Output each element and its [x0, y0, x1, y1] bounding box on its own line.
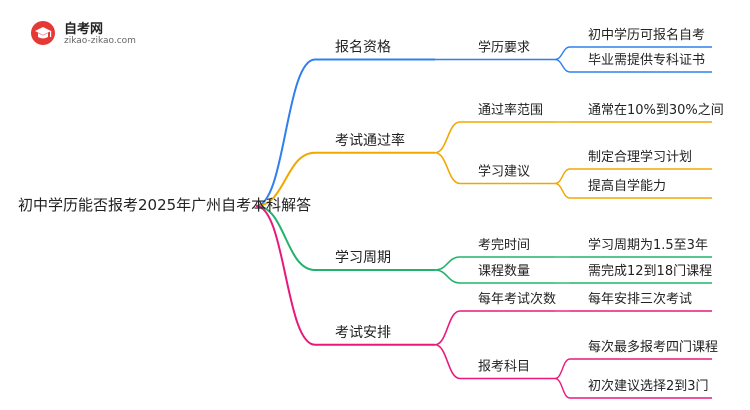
subtopic-link — [434, 343, 461, 380]
branch-link — [255, 205, 316, 271]
branch-link — [255, 205, 316, 346]
leaf-topic: 通常在10%到30%之间 — [588, 103, 724, 118]
subtopic-link — [434, 310, 461, 346]
branch-link — [255, 151, 316, 207]
subtopic-link — [434, 256, 461, 271]
subtopic: 报考科目 — [478, 360, 530, 375]
branch-topic: 考试通过率 — [335, 132, 405, 149]
subtopic: 通过率范围 — [478, 102, 543, 118]
graduation-cap-icon — [31, 21, 55, 45]
branch-link — [255, 58, 316, 207]
leaf-topic: 需完成12到18门课程 — [588, 264, 712, 279]
leaf-topic: 提高自学能力 — [588, 178, 666, 194]
subtopic: 课程数量 — [478, 264, 530, 279]
subtopic-link — [434, 151, 461, 185]
leaf-topic: 每年安排三次考试 — [588, 291, 692, 307]
branch-topic: 报名资格 — [335, 40, 391, 56]
logo-title: 自考网 — [64, 22, 104, 37]
root-topic: 初中学历能否报考2025年广州自考本科解答 — [18, 196, 311, 214]
leaf-topic: 毕业需提供专科证书 — [588, 52, 705, 68]
subtopic: 每年考试次数 — [478, 291, 556, 307]
mind-map-links — [255, 46, 712, 399]
leaf-topic: 初次建议选择2到3门 — [588, 378, 709, 394]
leaf-topic: 初中学历可报名自考 — [588, 27, 705, 43]
leaf-link — [554, 46, 571, 61]
leaf-link — [554, 358, 571, 380]
subtopic-link — [434, 121, 461, 154]
leaf-topic: 学习周期为1.5至3年 — [588, 237, 708, 253]
leaf-link — [554, 377, 571, 399]
site-logo[interactable]: 自考网 zikao-zikao.com — [30, 18, 140, 48]
mind-map-labels: 初中学历能否报考2025年广州自考本科解答 报名资格 学历要求 初中学历可报名自考毕… — [18, 27, 724, 394]
subtopic: 学历要求 — [478, 40, 530, 56]
leaf-link — [554, 182, 571, 199]
leaf-link — [554, 58, 571, 73]
subtopic-link — [434, 269, 461, 284]
subtopic: 考完时间 — [478, 238, 530, 253]
branch-topic: 考试安排 — [335, 325, 391, 341]
subtopic: 学习建议 — [478, 164, 530, 180]
leaf-topic: 制定合理学习计划 — [588, 149, 692, 165]
leaf-link — [554, 168, 571, 185]
logo-url: zikao-zikao.com — [64, 36, 136, 46]
leaf-topic: 每次最多报考四门课程 — [588, 339, 718, 355]
branch-topic: 学习周期 — [335, 250, 391, 266]
